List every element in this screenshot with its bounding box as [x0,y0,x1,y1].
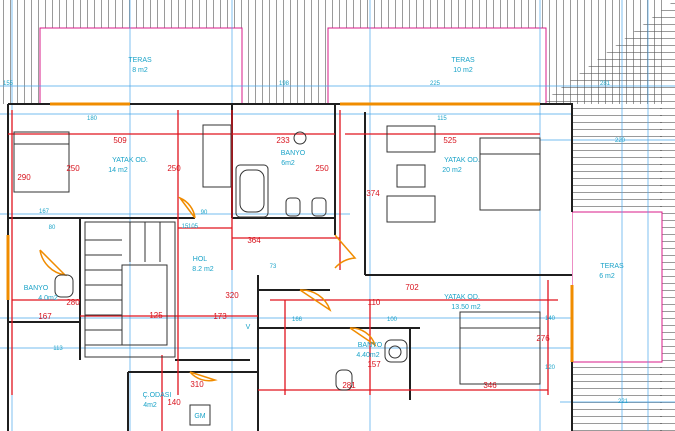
dim-702: 702 [405,283,419,292]
gm-label: GM [194,413,205,420]
dim-250-c: 250 [315,164,329,173]
banyo-3-area: 4.40m2 [356,352,379,359]
doors [39,196,377,382]
dim-b73: 73 [270,264,277,270]
dim-b115: 115 [437,116,447,122]
interior-floor [8,104,572,431]
codasi-area: 4m2 [143,402,157,409]
dim-b90: 90 [201,210,208,216]
dim-b100: 100 [387,317,398,323]
teras-3-name: TERAS [600,263,624,270]
teras-2-name: TERAS [451,57,475,64]
dim-250-b: 250 [167,164,181,173]
teras-1-area-label: 8 m2 [132,67,148,74]
v-label: V [246,324,251,331]
dim-281: 281 [342,381,356,390]
staircase [84,221,176,358]
banyo-1-name: BANYO [281,150,306,157]
yatak-1-area: 14 m2 [108,167,128,174]
dim-b15: 15 [182,224,189,230]
banyo-2-area: 4.0m2 [38,295,58,302]
codasi-name: Ç.ODASI [143,392,172,399]
dim-525: 525 [443,136,457,145]
dim-290: 290 [17,173,31,182]
yatak-2-area: 20 m2 [442,167,462,174]
dim-374: 374 [366,189,380,198]
dim-509: 509 [113,136,127,145]
hol-name: HOL [193,256,208,263]
teras-1-name: TERAS [128,57,152,64]
dim-b113: 113 [53,346,63,352]
dim-b167: 167 [39,209,50,215]
dim-250-a: 250 [66,164,80,173]
dim-b220: 220 [615,138,626,144]
dim-125: 125 [149,311,163,320]
axis-lines [8,110,558,431]
teras-3-area [571,211,663,363]
teras-3-area-label: 6 m2 [599,273,615,280]
yatak-2-name: YATAK OD. [444,157,480,164]
dim-b198: 198 [279,81,290,87]
dim-167: 167 [38,312,52,321]
dim-280: 280 [66,298,80,307]
dim-157: 157 [367,360,381,369]
dim-346: 346 [483,381,497,390]
dim-110: 110 [368,298,381,307]
teras-2-area-label: 10 m2 [453,67,473,74]
dim-364: 364 [247,236,261,245]
dim-b105: 105 [188,224,199,230]
dim-b120: 120 [545,365,556,371]
hol-area: 8.2 m2 [192,266,214,273]
dim-b80: 80 [49,225,56,231]
yatak-3-area: 13.50 m2 [451,304,480,311]
banyo-2-name: BANYO [24,285,49,292]
dim-b180: 180 [87,116,98,122]
dim-276: 276 [536,334,550,343]
yatak-1-name: YATAK OD. [112,157,148,164]
dim-320: 320 [225,291,239,300]
dim-b225: 225 [430,81,441,87]
dim-b155: 155 [3,81,14,87]
banyo-1-area: 6m2 [281,160,295,167]
dim-173: 173 [213,312,227,321]
dim-b281: 281 [600,81,611,87]
dim-b140: 140 [545,316,556,322]
banyo-3-name: BANYO [358,342,383,349]
windows [6,102,574,362]
dim-b166: 166 [292,317,303,323]
teras-2-area [327,27,547,107]
dim-310: 310 [190,380,204,389]
yatak-3-name: YATAK OD. [444,294,480,301]
dim-233: 233 [276,136,290,145]
furniture [13,124,541,426]
dim-b221: 221 [618,399,629,405]
dim-140: 140 [167,398,181,407]
